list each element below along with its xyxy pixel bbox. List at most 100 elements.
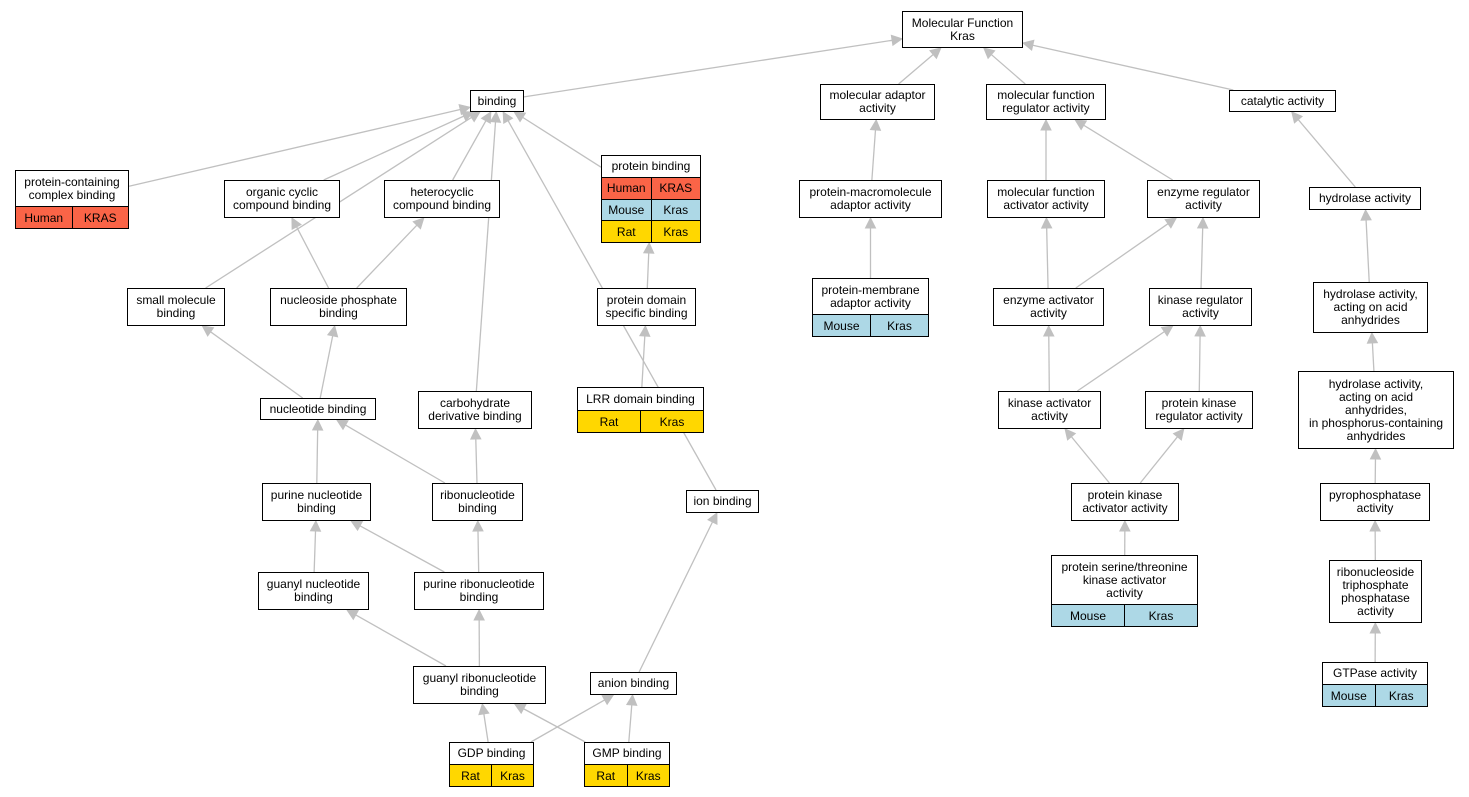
node-kinase-activator-activity[interactable]: kinase activator activity (998, 391, 1101, 429)
node-enzyme-regulator-activity[interactable]: enzyme regulator activity (1147, 180, 1260, 218)
node-protein-containing-complex-binding[interactable]: protein-containing complex binding Human… (15, 170, 129, 229)
node-protein-binding[interactable]: protein binding Human KRAS Mouse Kras Ra… (601, 155, 701, 243)
arrowhead (982, 47, 996, 60)
species-cell: Mouse (602, 199, 651, 221)
arrowhead (601, 694, 615, 706)
arrowhead (929, 47, 942, 60)
node-hydrolase-activity[interactable]: hydrolase activity (1309, 187, 1421, 210)
node-protein-kinase-activator-activity[interactable]: protein kinase activator activity (1071, 483, 1179, 521)
node-protein-macromolecule-adaptor-activity[interactable]: protein-macromolecule adaptor activity (799, 180, 942, 218)
arrowhead (707, 511, 718, 525)
node-ribonucleoside-triphosphate-phosphatase-activity[interactable]: ribonucleoside triphosphate phosphatase … (1329, 560, 1422, 623)
node-molecular-adaptor-activity[interactable]: molecular adaptor activity (820, 84, 935, 120)
node-label: hydrolase activity, acting on acid anhyd… (1323, 287, 1418, 327)
node-pyrophosphatase-activity[interactable]: pyrophosphatase activity (1320, 483, 1430, 521)
node-anion-binding[interactable]: anion binding (590, 672, 677, 695)
node-molecular-function-root[interactable]: Molecular Function Kras (902, 11, 1023, 48)
node-label: pyrophosphatase activity (1328, 488, 1422, 515)
node-label: LRR domain binding (586, 391, 695, 406)
node-protein-serine-threonine-kinase-activator-activity[interactable]: protein serine/threonine kinase activato… (1051, 555, 1198, 627)
annotation-row: Mouse Kras (602, 198, 700, 221)
edge-protein_domain-to-protein_binding (646, 252, 650, 289)
arrowhead (472, 519, 484, 532)
node-protein-kinase-regulator-activity[interactable]: protein kinase regulator activity (1145, 391, 1253, 429)
arrowhead (309, 519, 322, 532)
arrowhead (291, 217, 302, 230)
edge-pk_activator-to-kinase_activator (1070, 436, 1110, 484)
arrowhead (1040, 216, 1053, 229)
node-carbohydrate-derivative-binding[interactable]: carbohydrate derivative binding (418, 391, 532, 429)
node-molecular-function-regulator-activity[interactable]: molecular function regulator activity (986, 84, 1106, 120)
node-heterocyclic-compound-binding[interactable]: heterocyclic compound binding (384, 180, 500, 218)
arrowhead (1064, 428, 1077, 441)
node-label: GTPase activity (1332, 666, 1418, 680)
species-cell: Mouse (1323, 685, 1375, 706)
node-label: enzyme regulator activity (1157, 185, 1250, 212)
node-gdp-binding[interactable]: GDP binding Rat Kras (449, 742, 534, 787)
node-purine-nucleotide-binding[interactable]: purine nucleotide binding (262, 483, 371, 521)
node-label: ion binding (693, 494, 752, 508)
arrowhead (480, 111, 492, 124)
node-kinase-regulator-activity[interactable]: kinase regulator activity (1149, 288, 1252, 326)
annotation-row: Mouse Kras (813, 314, 928, 336)
node-label: protein-membrane adaptor activity (821, 282, 920, 310)
arrowhead (513, 703, 527, 715)
node-protein-domain-specific-binding[interactable]: protein domain specific binding (597, 288, 696, 326)
arrowhead (1160, 325, 1174, 337)
arrowhead (346, 609, 360, 621)
gene-cell: KRAS (71, 207, 128, 228)
edge-carbohydrate-to-binding (475, 121, 497, 392)
edge-hydrolase_phos-to-hydrolase_acid (1371, 342, 1375, 372)
node-label: small molecule binding (136, 293, 216, 320)
edge-lrr-to-protein_domain (641, 335, 646, 388)
node-guanyl-nucleotide-binding[interactable]: guanyl nucleotide binding (258, 572, 369, 610)
annotation-row: Rat Kras (585, 764, 669, 786)
node-molecular-function-activator-activity[interactable]: molecular function activator activity (987, 180, 1105, 218)
node-ribonucleotide-binding[interactable]: ribonucleotide binding (432, 483, 523, 521)
gene-cell: Kras (650, 221, 700, 243)
node-hydrolase-phosphorus-containing-anhydrides[interactable]: hydrolase activity, acting on acid anhyd… (1298, 371, 1454, 449)
edge-enzyme_regulator-to-mf_regulator (1083, 124, 1173, 181)
node-guanyl-ribonucleotide-binding[interactable]: guanyl ribonucleotide binding (413, 666, 546, 704)
node-lrr-domain-binding[interactable]: LRR domain binding Rat Kras (577, 387, 704, 433)
node-label: protein-containing complex binding (24, 174, 120, 202)
node-gtpase-activity[interactable]: GTPase activity Mouse Kras (1322, 662, 1428, 707)
node-label: purine ribonucleotide binding (423, 577, 535, 604)
node-label: protein-macromolecule adaptor activity (809, 185, 932, 212)
node-ion-binding[interactable]: ion binding (686, 490, 759, 513)
arrowhead (335, 419, 349, 431)
arrowhead (1369, 447, 1382, 460)
edge-guanyl_nucleotide-to-purine_nucleotide (313, 530, 317, 573)
edge-nucleoside_phosphate-to-heterocyclic (356, 224, 418, 289)
node-protein-membrane-adaptor-activity[interactable]: protein-membrane adaptor activity Mouse … (812, 278, 929, 337)
node-hydrolase-acting-on-acid-anhydrides[interactable]: hydrolase activity, acting on acid anhyd… (1313, 282, 1428, 333)
annotation-row: Human KRAS (16, 206, 128, 228)
node-small-molecule-binding[interactable]: small molecule binding (127, 288, 225, 326)
node-purine-ribonucleotide-binding[interactable]: purine ribonucleotide binding (414, 572, 544, 610)
arrowhead (201, 325, 215, 337)
node-catalytic-activity[interactable]: catalytic activity (1229, 90, 1336, 112)
node-label: nucleoside phosphate binding (280, 293, 397, 320)
gene-cell: Kras (626, 765, 669, 786)
edge-ribonucleotide-to-nucleotide (345, 424, 446, 484)
edge-gdp-to-anion (530, 699, 605, 743)
node-label: hydrolase activity, acting on acid anhyd… (1308, 376, 1444, 443)
arrowhead (890, 34, 904, 47)
node-gmp-binding[interactable]: GMP binding Rat Kras (584, 742, 670, 787)
edge-purine_ribonucleotide-to-ribonucleotide (477, 530, 480, 573)
arrowhead (1360, 208, 1372, 221)
arrowhead (642, 241, 655, 254)
node-enzyme-activator-activity[interactable]: enzyme activator activity (993, 288, 1104, 326)
node-binding[interactable]: binding (470, 90, 524, 112)
node-label: protein kinase regulator activity (1155, 396, 1243, 423)
edge-binding-to-mf_root (523, 39, 893, 98)
node-label: hydrolase activity (1318, 191, 1412, 205)
node-label: molecular function regulator activity (997, 88, 1095, 115)
edge-kinase_regulator-to-enzyme_regulator (1200, 227, 1204, 289)
node-organic-cyclic-compound-binding[interactable]: organic cyclic compound binding (224, 180, 340, 218)
gene-cell: Kras (1124, 605, 1197, 626)
node-nucleotide-binding[interactable]: nucleotide binding (260, 398, 376, 420)
edge-gmp-to-guanyl_ribonucleotide (523, 708, 586, 743)
node-nucleoside-phosphate-binding[interactable]: nucleoside phosphate binding (270, 288, 407, 326)
